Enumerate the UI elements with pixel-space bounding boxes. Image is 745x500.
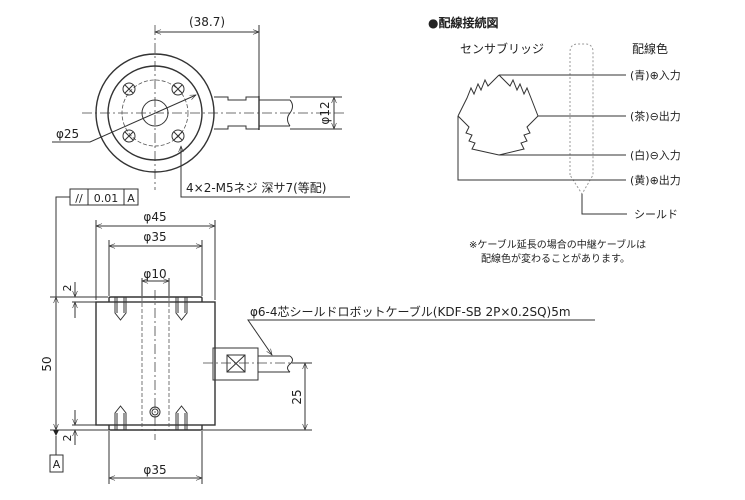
- dim-50: 50: [40, 356, 54, 371]
- thread-note: 4×2-M5ネジ 深サ7(等配): [186, 181, 326, 195]
- top-view: (38.7) φ12 φ25 4×2-M5ネジ 深サ7(等配): [52, 15, 350, 198]
- wiring-diagram: ●配線接続図 センサブリッジ 配線色 シールド (青)⊕入力 (茶)⊖出力 (白…: [428, 15, 681, 265]
- dim-phi10: φ10: [143, 267, 166, 281]
- wire-white: (白)⊖入力: [630, 148, 681, 162]
- datum-a: A: [53, 458, 61, 471]
- bridge-label: センサブリッジ: [460, 41, 544, 56]
- tolerance-datum: A: [127, 192, 135, 205]
- dim-38-7: (38.7): [189, 15, 225, 29]
- wire-blue: (青)⊕入力: [630, 69, 681, 82]
- bolt-holes: [122, 82, 185, 143]
- note-line-2: 配線色が変わることがあります。: [481, 252, 630, 265]
- dim-phi35-top: φ35: [143, 230, 166, 244]
- wiring-title: ●配線接続図: [428, 15, 498, 30]
- parallelism-symbol: //: [75, 192, 83, 205]
- dim-phi35-bottom: φ35: [143, 463, 166, 477]
- cable-spec: φ6-4芯シールドロボットケーブル(KDF-SB 2P×0.2SQ)5m: [250, 304, 571, 319]
- dim-phi45: φ45: [143, 210, 166, 224]
- tolerance-frame: // 0.01 A: [55, 188, 139, 297]
- dim-25: 25: [290, 389, 304, 404]
- dim-phi12: φ12: [318, 101, 332, 124]
- tolerance-value: 0.01: [94, 192, 119, 205]
- wire-yellow: (黄)⊕出力: [630, 173, 681, 187]
- wire-brown: (茶)⊖出力: [630, 109, 681, 123]
- dim-phi25: φ25: [56, 127, 79, 141]
- bridge-resistors: [457, 74, 539, 156]
- dim-2-bottom: 2: [61, 435, 74, 442]
- wire-shield: シールド: [634, 208, 678, 221]
- color-header: 配線色: [632, 41, 668, 56]
- dim-2-top: 2: [61, 285, 74, 292]
- note-line-1: ※ケーブル延長の場合の中継ケーブルは: [469, 238, 646, 251]
- side-view: φ45 φ35 φ10 φ6-4芯シールドロボットケーブル(KDF-SB 2P×…: [40, 210, 595, 484]
